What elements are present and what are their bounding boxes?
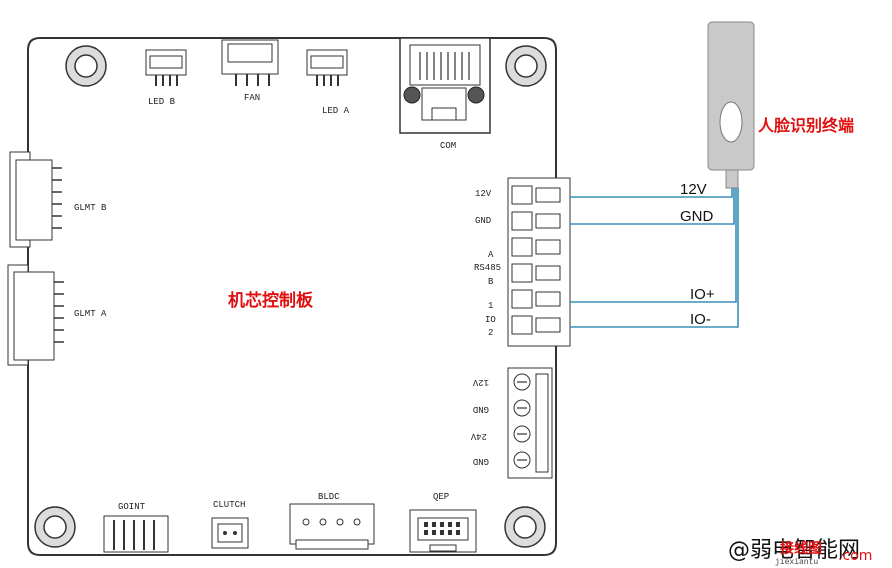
terminal-a-label: A [488, 250, 494, 260]
watermark-overlay: 接线图 [780, 540, 822, 557]
terminal-block-lower [507, 367, 553, 479]
wire-gnd-label: GND [680, 208, 714, 225]
wire-io-minus [570, 188, 739, 328]
watermark-domain: jiexiantu [775, 558, 818, 567]
terminal-12v-label: 12V [475, 189, 492, 199]
watermark-site: @弱电智能网 [728, 538, 860, 563]
glmt-a-label: GLMT A [74, 309, 107, 319]
mounting-hole-bottom-left [34, 506, 76, 548]
fan-label: FAN [244, 93, 260, 103]
wiring [570, 188, 739, 328]
terminal-rs485-label: RS485 [474, 263, 501, 273]
terminal-gnd-label: GND [475, 216, 491, 226]
terminal-b-label: B [488, 277, 494, 287]
terminal-io-label: IO [485, 315, 496, 325]
bldc-label: BLDC [318, 492, 340, 502]
terminal-2-label: 2 [488, 328, 493, 338]
board-outline [27, 37, 557, 556]
goint-label: GOINT [118, 502, 146, 512]
wire-io-minus-label: IO- [690, 311, 711, 328]
led-b-label: LED B [148, 97, 176, 107]
qep-label: QEP [433, 492, 449, 502]
wire-io-plus-label: IO+ [690, 286, 715, 303]
clutch-label: CLUTCH [213, 500, 245, 510]
face-terminal-device [707, 21, 755, 189]
connector-led-a: LED A [306, 49, 350, 116]
wire-12v-label: 12V [680, 181, 707, 198]
wire-gnd [570, 188, 735, 225]
glmt-b-label: GLMT B [74, 203, 107, 213]
device-label: 人脸识别终端 [758, 116, 854, 135]
connector-led-b: LED B [145, 49, 187, 107]
connector-qep: QEP [409, 492, 477, 553]
terminal-block-upper [507, 177, 571, 347]
lower-gnd1-label: GND [473, 404, 489, 414]
connector-bldc: BLDC [289, 492, 375, 550]
mounting-hole-top-right [505, 45, 547, 87]
lower-12v-label: 12V [472, 377, 489, 387]
wire-12v [570, 188, 733, 198]
connector-clutch: CLUTCH [211, 500, 249, 549]
mounting-hole-bottom-right [504, 506, 546, 548]
connector-goint: GOINT [103, 502, 169, 553]
terminal-1-label: 1 [488, 301, 493, 311]
watermark-suffix: .com [838, 548, 872, 564]
watermark: @弱电智能网 接线图 jiexiantu .com [728, 538, 872, 567]
board-title: 机芯控制板 [228, 290, 314, 311]
lower-24v-label: 24V [470, 431, 487, 441]
connector-fan: FAN [221, 39, 279, 103]
com-label: COM [440, 141, 456, 151]
connector-glmt-b: GLMT B [9, 151, 107, 248]
lower-gnd2-label: GND [473, 456, 489, 466]
connector-com: COM [399, 37, 491, 151]
mounting-hole-top-left [65, 45, 107, 87]
led-a-label: LED A [322, 106, 350, 116]
connector-glmt-a: GLMT A [7, 264, 107, 366]
wire-io-plus [570, 188, 737, 303]
